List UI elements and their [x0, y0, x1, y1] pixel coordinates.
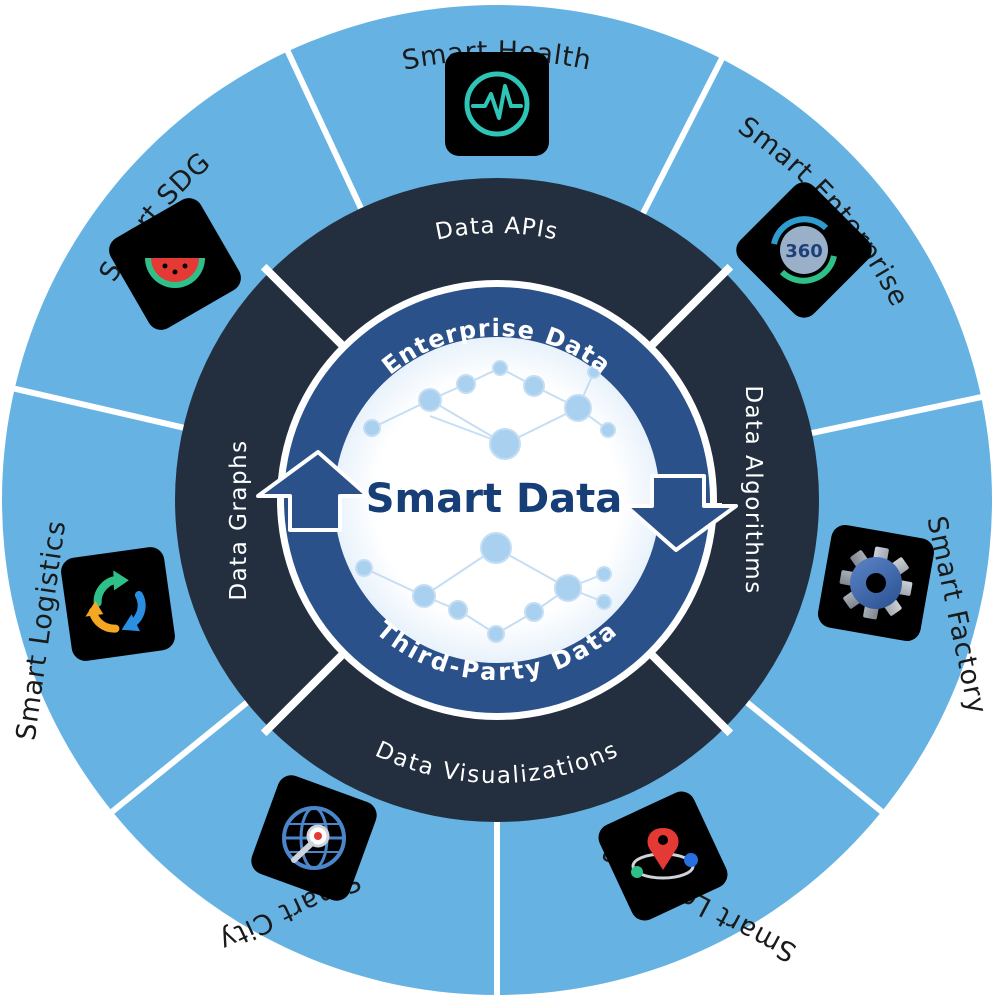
- tile-smart-factory: [817, 524, 935, 642]
- tile-smart-location: [598, 791, 728, 921]
- cycle-arrows-icon: [85, 570, 146, 633]
- outer-divider-5: [106, 699, 251, 817]
- center-title: Smart Data: [366, 476, 623, 522]
- outer-divider-3: [743, 699, 888, 817]
- tile-smart-health: [445, 52, 549, 156]
- tile-smart-enterprise: 360: [736, 182, 872, 318]
- network-graph-decoration: [355, 360, 616, 643]
- heartbeat-icon: [464, 71, 530, 137]
- inner-divider-0: [260, 263, 352, 355]
- outer-divider-1: [639, 53, 727, 217]
- globe-search-icon: [282, 806, 346, 870]
- outer-divider-0: [282, 45, 365, 212]
- inner-divider-3: [260, 645, 352, 737]
- inner-divider-2: [642, 645, 734, 737]
- flow-arrowhead-left: [256, 450, 370, 532]
- outer-divider-6: [9, 384, 186, 431]
- watermelon-icon: [145, 258, 205, 288]
- inner-label-data-graphs: Data Graphs: [226, 439, 252, 600]
- svg-text:360: 360: [785, 241, 823, 262]
- gear-icon: [839, 546, 913, 620]
- inner-divider-1: [642, 263, 734, 355]
- tile-smart-city: [251, 775, 377, 901]
- outer-ring-dividers: [9, 45, 987, 1000]
- inner-label-data-algorithms: Data Algorithms: [740, 385, 766, 594]
- outer-divider-2: [809, 393, 987, 437]
- 360-rotate-icon: 360: [771, 216, 837, 284]
- tile-smart-sdg: [109, 198, 241, 330]
- tile-smart-logistics: [61, 547, 175, 661]
- flow-arrowhead-right: [624, 474, 738, 552]
- inner-ring-dividers: [260, 263, 734, 737]
- location-orbit-icon: [631, 828, 698, 880]
